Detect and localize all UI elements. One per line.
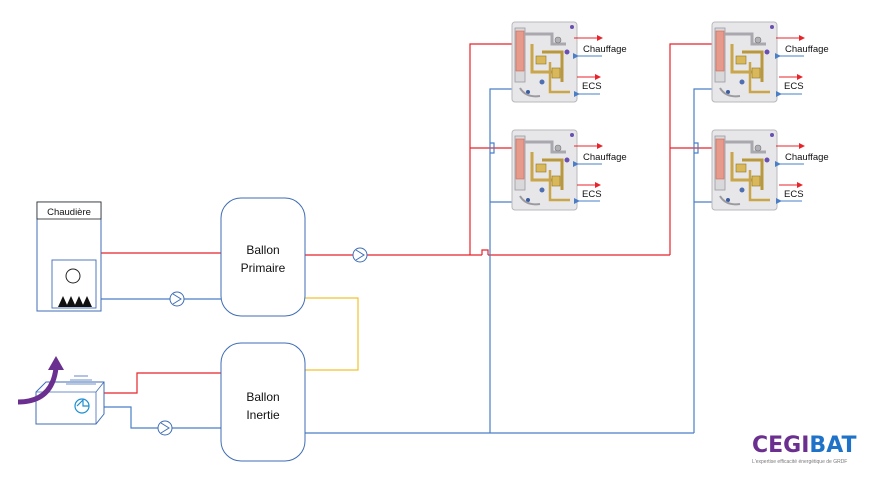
unit-riser1-top: Chauffage ECS (510, 20, 627, 104)
boiler-label-box (36, 201, 102, 220)
heatpump-return-pipe (104, 406, 221, 429)
heating-label: Chauffage (583, 152, 627, 163)
brand-name-part2: BAT (809, 433, 857, 458)
primary-tank-label-line1: Ballon (246, 243, 279, 257)
airflow-arrow-icon (17, 356, 64, 405)
distribution-pump-icon (352, 247, 368, 263)
boiler-return-pump-icon (169, 291, 185, 307)
heating-label: Chauffage (583, 44, 627, 55)
riser1-return-pipe (489, 88, 512, 433)
dhw-label: ECS (784, 81, 804, 92)
riser1-return-hop (490, 142, 495, 154)
riser2-supply-pipe (669, 43, 712, 255)
riser2-return-hop (694, 142, 699, 154)
unit-riser2-bottom: Chauffage ECS (710, 128, 829, 212)
brand-name-part1: CEGI (752, 433, 810, 458)
inertia-tank: Ballon Inertie (220, 342, 306, 462)
wind-lines-icon (66, 375, 96, 385)
heatpump-supply-pipe (104, 372, 221, 394)
dhw-label: ECS (582, 189, 602, 200)
primary-tank: Ballon Primaire (220, 197, 306, 317)
dhw-label: ECS (582, 81, 602, 92)
heat-pump (17, 356, 105, 425)
boiler-burner-box (51, 259, 97, 309)
heating-label: Chauffage (785, 44, 829, 55)
riser2-return-pipe (693, 88, 712, 433)
unit-riser1-bottom: Chauffage ECS (510, 128, 627, 212)
primary-tank-label-line2: Primaire (241, 261, 286, 275)
main-supply-crossover (481, 249, 489, 255)
dhw-label: ECS (784, 189, 804, 200)
brand-name: CEGIBAT (752, 435, 868, 457)
inertia-tank-label-line2: Inertie (246, 408, 280, 422)
inertia-tank-label-line1: Ballon (246, 390, 279, 404)
heat-pump-leaf-icon (74, 398, 90, 414)
heatpump-return-pump-icon (157, 420, 173, 436)
brand-tagline: L'expertise efficacité énergétique de GR… (752, 459, 848, 465)
unit-riser2-top: Chauffage ECS (710, 20, 829, 104)
boiler: Chaudière (36, 201, 102, 312)
boiler-flame-icon (65, 268, 81, 284)
heating-label: Chauffage (785, 152, 829, 163)
tank-link-pipe (305, 297, 359, 371)
boiler-label: Chaudière (47, 207, 91, 218)
cegibat-logo: CEGIBAT L'expertise efficacité énergétiq… (752, 435, 868, 475)
burner-flames-icon (58, 296, 92, 307)
riser1-supply-pipe (469, 43, 512, 255)
